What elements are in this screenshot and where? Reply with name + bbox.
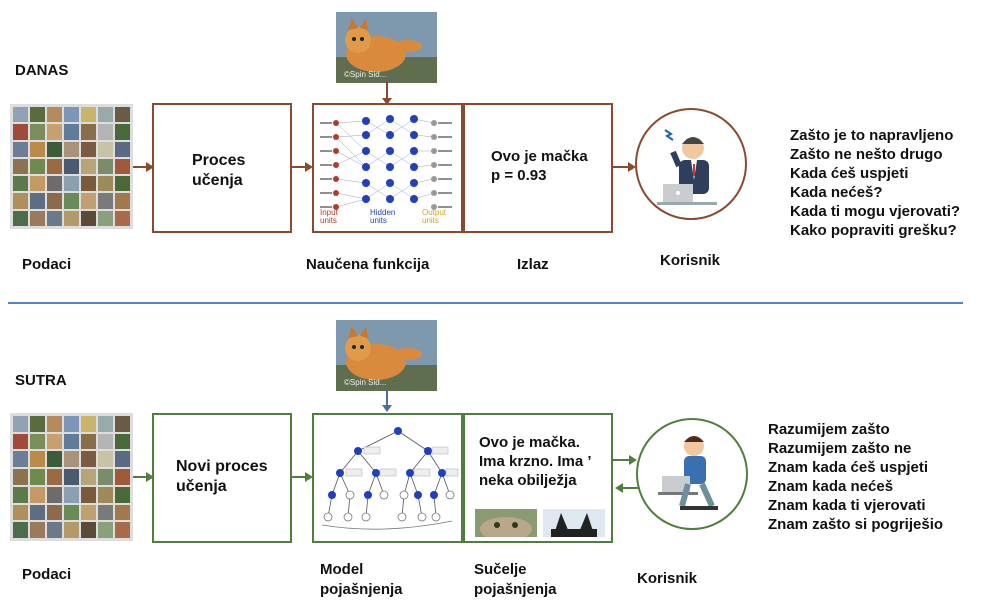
user-label-bottom: Korisnik [637,570,698,587]
section-label-danas: DANAS [15,62,69,79]
question-item: Kako popraviti grešku? [790,222,957,239]
arrow-image-to-function [382,82,392,105]
learning-process-box: Proces učenja [152,103,292,233]
answer-item: Razumijem zašto ne [768,440,912,457]
question-item: Kada ćeš uspjeti [790,165,909,182]
happy-user-icon [658,436,718,510]
data-thumbnails-top [10,104,133,229]
output-label: Izlaz [517,256,549,273]
learned-function-box: Input units Hidden units Output units [312,103,463,233]
answer-item: Znam zašto si pogriješio [768,516,944,533]
image-caption: ©Spin Sid... [344,378,387,387]
explanation-interface-box: Ovo je mačka. Ima krzno. Ima ’ neka obil… [463,413,613,543]
user-avatar-content [636,418,748,530]
user-label-top: Korisnik [660,252,721,269]
answer-item: Znam kada nećeš [768,478,894,495]
nn-legend-input: Input units [320,208,338,225]
arrow-learning-to-model [292,472,313,482]
answer-item: Znam kada ćeš uspjeti [768,459,929,476]
nn-legend-hidden: Hidden units [370,208,396,225]
neural-network-diagram [320,115,452,210]
question-item: Kada ti mogu vjerovati? [790,203,961,220]
new-learning-process-box: Novi proces učenja [152,413,292,543]
arrow-output-to-user [613,162,636,172]
arrow-image-to-model [382,390,392,412]
cat-fur-thumbnail [475,509,537,537]
explanation-model-box [312,413,463,543]
arrow-data-to-learning-top [133,162,154,172]
question-item: Zašto ne nešto drugo [790,146,943,163]
user-avatar-confused [635,108,747,220]
output-text: Ovo je mačka p = 0.93 [491,148,588,184]
data-thumbnails-bottom [10,413,133,541]
arrow-learning-to-function [292,162,313,172]
user-understanding-list: Razumijem zašto Razumijem zašto ne Znam … [768,420,943,534]
explanation-interface-text: Ovo je mačka. Ima krzno. Ima ’ neka obil… [479,434,592,489]
arrows-interface-user [613,455,639,493]
confused-user-icon [657,129,717,205]
cat-photo-top: ©Spin Sid... [336,12,437,83]
explanation-interface-label: Sučelje pojašnjenja [474,561,557,598]
learned-function-label: Naučena funkcija [306,256,430,273]
explanation-model-label: Model pojašnjenja [320,561,403,598]
data-label-bottom: Podaci [22,566,72,583]
learning-process-label: Proces učenja [192,152,246,189]
image-caption: ©Spin Sid... [344,70,387,79]
cat-photo-bottom: ©Spin Sid... [336,320,437,391]
user-questions: Zašto je to napravljeno Zašto ne nešto d… [790,126,960,240]
decision-tree-diagram [321,427,459,530]
section-divider [8,302,963,304]
question-item: Kada nećeš? [790,184,883,201]
cat-ears-thumbnail [543,509,605,537]
new-learning-process-label: Novi proces učenja [176,458,268,495]
question-item: Zašto je to napravljeno [790,127,954,144]
answer-item: Razumijem zašto [768,421,890,438]
output-box: Ovo je mačka p = 0.93 [463,103,613,233]
answer-item: Znam kada ti vjerovati [768,497,926,514]
arrow-data-to-learning-bottom [133,472,154,482]
data-label-top: Podaci [22,256,72,273]
nn-legend-output: Output units [422,208,447,225]
section-label-sutra: SUTRA [15,372,67,389]
